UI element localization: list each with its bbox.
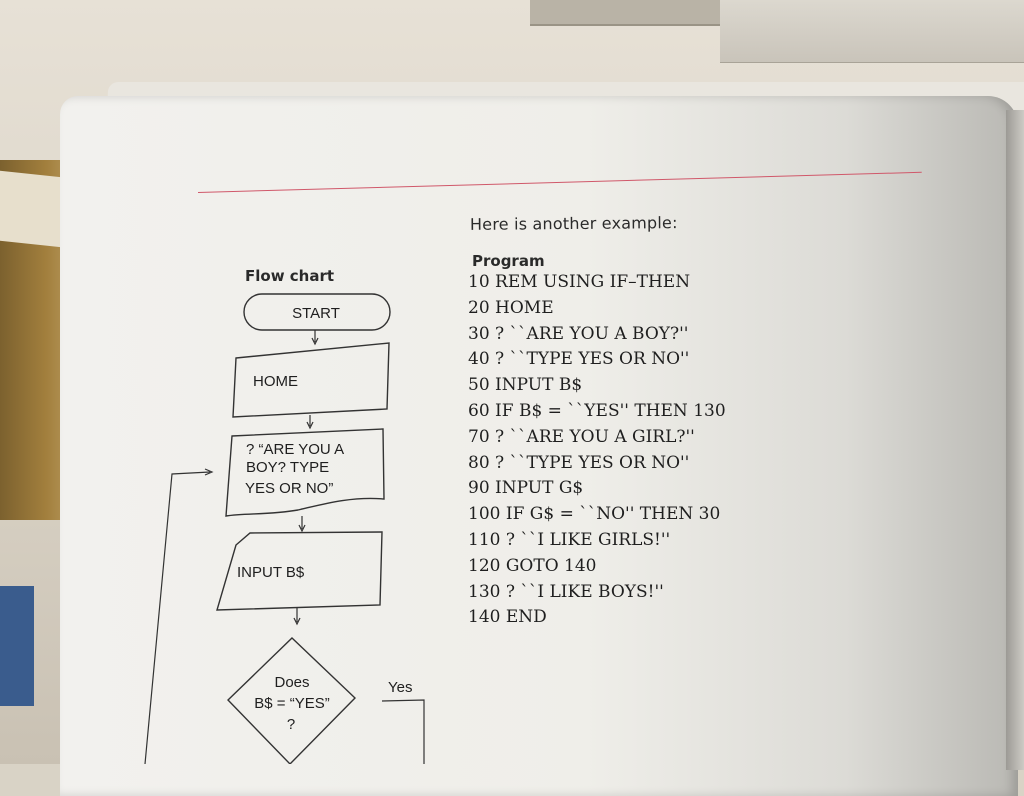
arrowhead — [298, 524, 306, 533]
book-page — [60, 96, 1018, 796]
program-line: 10 REM USING IF–THEN — [468, 272, 691, 292]
program-line: 30 ? ``ARE YOU A BOY?'' — [468, 323, 689, 344]
arrowhead — [293, 617, 301, 626]
start-label: START — [292, 305, 340, 322]
prompt-line: ? “ARE YOU A — [246, 441, 344, 458]
prompt-document-box — [225, 428, 385, 517]
decision-line: B$ = “YES” — [254, 695, 329, 712]
decision-line: ? — [287, 716, 295, 733]
program-listing: 10 REM USING IF–THEN 20 HOME 30 ? ``ARE … — [468, 270, 788, 631]
program-line: 40 ? ``TYPE YES OR NO'' — [468, 349, 690, 370]
flowchart-diagram: START HOME ? “ARE YOU A BOY? TYPE YES OR… — [144, 293, 425, 764]
arrowhead — [311, 337, 319, 346]
loop-back-line — [144, 471, 211, 764]
start-terminator — [243, 293, 391, 331]
program-line: 80 ? ``TYPE YES OR NO'' — [468, 452, 690, 473]
program-line: 110 ? ``I LIKE GIRLS!'' — [468, 529, 671, 550]
program-line: 20 HOME — [468, 297, 554, 318]
input-box — [216, 531, 383, 611]
program-line: 100 IF G$ = ``NO'' THEN 30 — [468, 504, 721, 525]
prompt-line: BOY? TYPE — [246, 459, 329, 476]
blue-object — [0, 586, 34, 706]
program-line: 140 END — [468, 607, 547, 628]
program-line: 50 INPUT B$ — [468, 375, 583, 396]
home-label: HOME — [253, 373, 298, 390]
input-label: INPUT B$ — [237, 564, 305, 581]
prompt-line: YES OR NO” — [245, 480, 333, 497]
program-line: 60 IF B$ = ``YES'' THEN 130 — [468, 400, 726, 421]
yes-label: Yes — [388, 679, 412, 696]
shelf-books — [720, 0, 1024, 63]
program-heading: Program — [472, 252, 545, 270]
program-line: 120 GOTO 140 — [468, 555, 597, 576]
arrowhead — [204, 468, 214, 476]
program-line: 70 ? ``ARE YOU A GIRL?'' — [468, 426, 695, 447]
decision-diamond — [227, 637, 356, 764]
program-line: 90 INPUT G$ — [468, 478, 584, 499]
yes-branch-line — [381, 699, 425, 764]
arrowhead — [306, 421, 314, 430]
home-process-box — [232, 342, 390, 418]
program-line: 130 ? ``I LIKE BOYS!'' — [468, 581, 664, 602]
page-gutter — [1006, 110, 1024, 770]
flowchart-heading: Flow chart — [245, 267, 335, 285]
decision-line: Does — [274, 674, 309, 691]
